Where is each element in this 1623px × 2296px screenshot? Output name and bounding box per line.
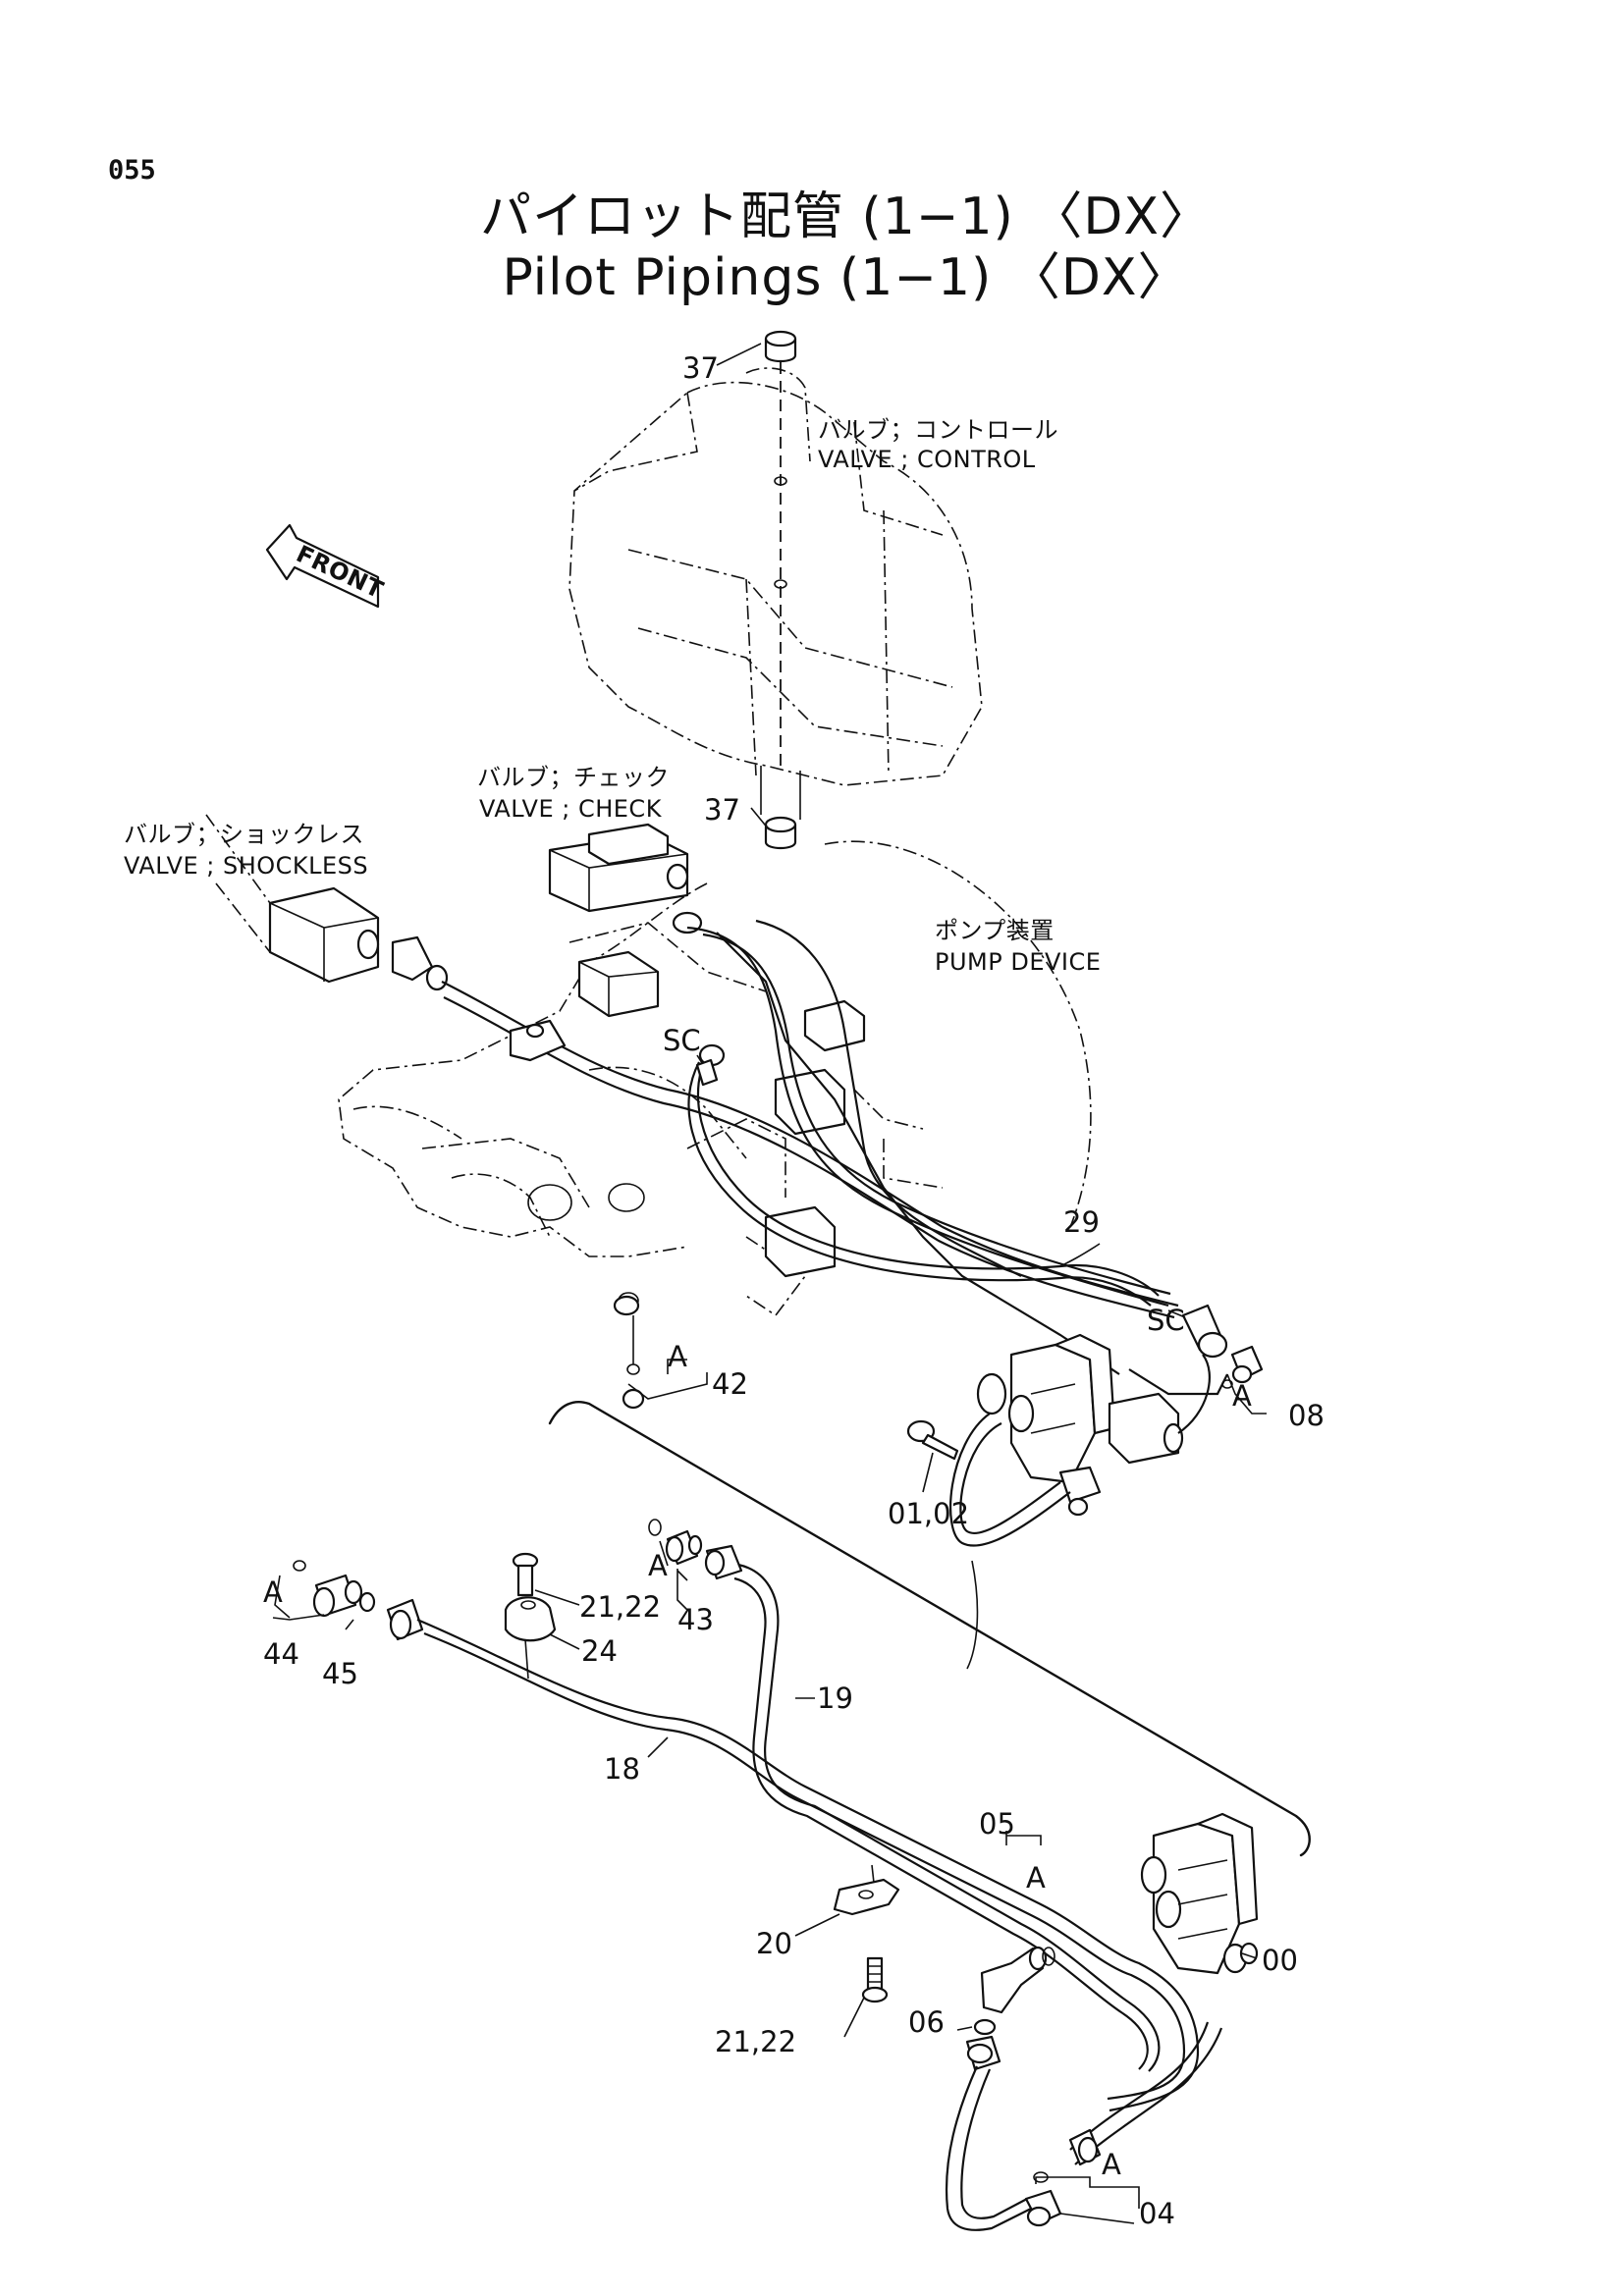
pipe-loop-upper-block [949, 1354, 1211, 1547]
callout-43: 43 [677, 1603, 714, 1636]
shockless-valve-label-jp: バルブ；ショックレス [124, 821, 364, 848]
fitting-04 [1024, 2189, 1062, 2227]
fitting-lower-elbow [1033, 2128, 1102, 2183]
callout-04: 04 [1139, 2197, 1175, 2230]
callout-sc-2: SC [1147, 1304, 1185, 1337]
callout-19: 19 [817, 1682, 853, 1715]
pump-device-label-jp: ポンプ装置 [935, 917, 1055, 944]
section-boundary [548, 1401, 1311, 1857]
callout-24: 24 [581, 1634, 618, 1668]
bolt-21-22-top [512, 1552, 539, 1597]
callout-37-top: 37 [682, 351, 719, 385]
fitting-08 [1221, 1345, 1264, 1389]
fitting-42 [613, 1295, 645, 1410]
pump-device-label-en: PUMP DEVICE [935, 948, 1101, 976]
callout-37-bottom: 37 [704, 793, 740, 827]
pipe-lower-loop [945, 2021, 1223, 2231]
sc-fitting-upper [695, 1043, 726, 1087]
elbow-05 [980, 1946, 1055, 2014]
callout-08: 08 [1288, 1399, 1325, 1432]
callout-45: 45 [322, 1657, 358, 1690]
callout-a-44: A [263, 1575, 283, 1609]
callout-01-02: 01,02 [888, 1497, 969, 1530]
callout-29: 29 [1063, 1205, 1100, 1239]
clamp-20 [833, 1864, 900, 1916]
check-valve-label-jp: バルブ；チェック [477, 764, 670, 791]
sc-fitting-right [1181, 1304, 1228, 1359]
pipe-clamp-upper [509, 1019, 567, 1062]
fitting-44 [293, 1560, 363, 1618]
plug-37-top [764, 330, 797, 363]
callout-a-08: A [1232, 1379, 1252, 1413]
callout-a-43: A [648, 1549, 668, 1582]
solenoid-valve-block-upper [976, 1333, 1184, 1517]
shockless-valve [205, 814, 449, 991]
oring-45 [358, 1591, 376, 1613]
title-english: Pilot Pipings (1−1) 〈DX〉 [502, 248, 1190, 307]
callout-a-42: A [668, 1340, 687, 1373]
control-valve-outline [568, 344, 983, 820]
front-arrow-icon: FRONT [265, 523, 388, 609]
callout-06: 06 [908, 2005, 945, 2039]
callout-44: 44 [263, 1637, 299, 1671]
callout-21-22-top: 21,22 [579, 1590, 661, 1624]
pipe-18 [386, 1598, 1200, 2112]
callout-20: 20 [756, 1927, 792, 1960]
bolt-01-02 [906, 1419, 959, 1461]
leader-lines [272, 343, 1267, 2224]
control-valve-label-en: VALVE ; CONTROL [818, 446, 1036, 473]
control-valve-label-jp: バルブ；コントロール [818, 416, 1058, 444]
bolt-21-22-bottom [861, 1956, 889, 2003]
fitting-43 [648, 1519, 703, 1566]
page-number: 055 [108, 155, 156, 186]
callout-21-22-bottom: 21,22 [715, 2025, 796, 2058]
title-japanese: パイロット配管 (1−1) 〈DX〉 [479, 187, 1213, 246]
oring-06 [973, 2018, 997, 2036]
callout-05: 05 [979, 1807, 1015, 1841]
upper-pilot-pipes [441, 919, 1228, 1396]
callout-18: 18 [604, 1752, 640, 1786]
clamp-24 [504, 1596, 557, 1680]
pump-solenoid-blocks [577, 950, 866, 1278]
plug-37-bottom [764, 816, 797, 850]
solenoid-valve-block-00 [1140, 1812, 1259, 1975]
callout-42: 42 [712, 1367, 748, 1401]
callout-00: 00 [1262, 1944, 1298, 1977]
callout-a-05: A [1026, 1861, 1046, 1895]
check-valve-label-en: VALVE ; CHECK [479, 795, 663, 823]
check-valve [548, 823, 703, 934]
callout-sc-1: SC [663, 1024, 701, 1057]
pipe-19 [704, 1544, 1161, 2072]
shockless-valve-label-en: VALVE ; SHOCKLESS [124, 852, 368, 880]
callout-a-04: A [1102, 2148, 1121, 2181]
